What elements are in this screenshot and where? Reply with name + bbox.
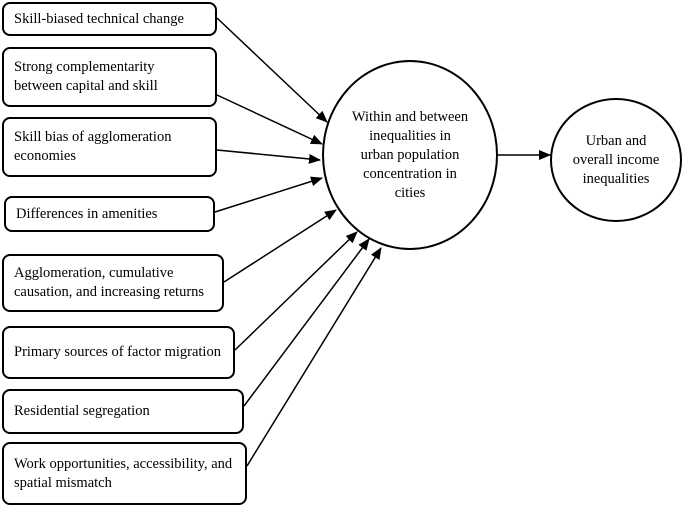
cause-label: Work opportunities, accessibility, and s… [14, 455, 233, 491]
cause-label: Strong complementarity between capital a… [14, 59, 158, 94]
cause-box-differences-in-amenities: Differences in amenities [4, 196, 215, 232]
arrow-residential-segregation [243, 238, 370, 407]
cause-label: Primary sources of factor migration [14, 344, 221, 360]
arrow-agglomeration-skill-bias [216, 149, 321, 164]
outcome-node: Urban and overall income inequalities [550, 98, 682, 222]
cause-box-skill-biased-technical-change: Skill-biased technical change [2, 2, 217, 36]
center-node-label: Within and between inequalities in urban… [351, 108, 469, 201]
arrow-work-opportunities [246, 247, 382, 467]
arrow-skill-biased-technical-change [216, 17, 328, 123]
cause-label: Agglomeration, cumulative causation, and… [14, 265, 205, 300]
cause-box-agglomeration-skill-bias: Skill bias of agglomeration economies [2, 117, 217, 177]
arrow-agglomeration-returns [223, 209, 337, 283]
cause-box-residential-segregation: Residential segregation [2, 389, 244, 434]
cause-label: Residential segregation [14, 403, 150, 419]
cause-box-factor-migration: Primary sources of factor migration [2, 326, 235, 379]
cause-label: Differences in amenities [16, 205, 158, 222]
cause-label: Skill-biased technical change [14, 10, 184, 27]
arrow-capital-skill-complementarity [216, 94, 323, 145]
arrow-factor-migration [234, 231, 358, 351]
cause-box-agglomeration-returns: Agglomeration, cumulative causation, and… [2, 254, 224, 312]
center-node: Within and between inequalities in urban… [322, 60, 498, 250]
cause-label: Skill bias of agglomeration economies [14, 129, 172, 164]
arrow-differences-in-amenities [214, 176, 323, 213]
cause-box-work-opportunities: Work opportunities, accessibility, and s… [2, 442, 247, 505]
cause-box-capital-skill-complementarity: Strong complementarity between capital a… [2, 47, 217, 107]
outcome-node-label: Urban and overall income inequalities [572, 132, 660, 187]
